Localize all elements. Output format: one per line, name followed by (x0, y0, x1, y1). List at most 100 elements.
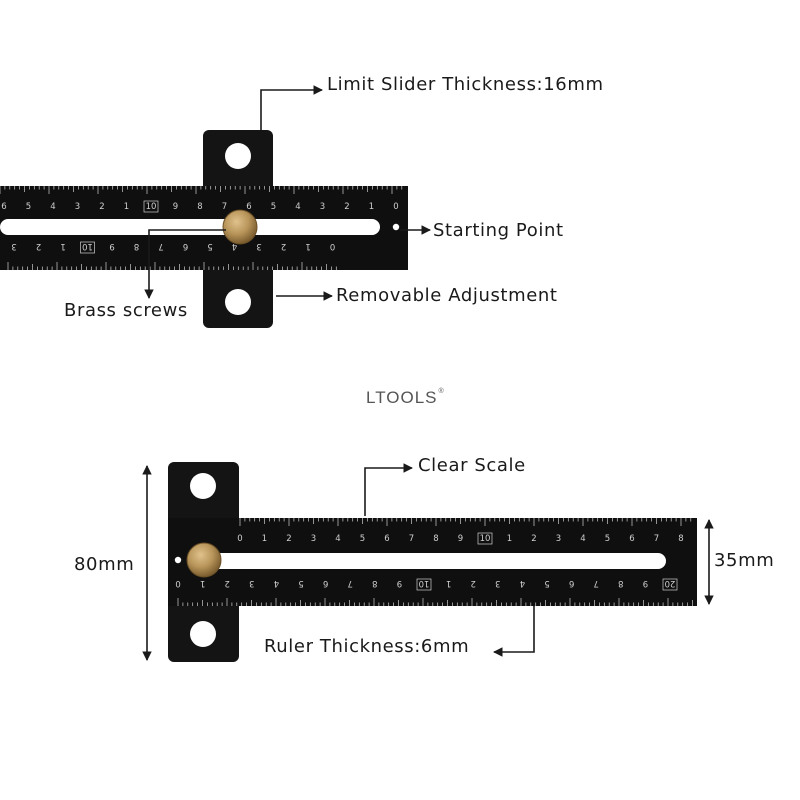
bottom-slider-hole-upper (190, 473, 216, 499)
top-upper-number-box (143, 200, 159, 213)
brand-logo-mark: ® (438, 388, 445, 395)
bottom-lower-number: 9 (397, 578, 402, 588)
bottom-upper-number: 5 (605, 534, 610, 544)
bottom-lower-number: 7 (593, 578, 598, 588)
bottom-lower-number: 5 (298, 578, 303, 588)
top-lower-number: 1 (60, 241, 65, 251)
bottom-lower-number: 1 (200, 578, 205, 588)
bottom-upper-number: 9 (458, 534, 463, 544)
top-upper-number: 0 (393, 202, 398, 212)
top-ruler-ticks (0, 186, 403, 270)
top-lower-number-box (80, 241, 95, 254)
top-upper-number: 5 (26, 202, 31, 212)
bottom-upper-number: 2 (531, 534, 536, 544)
bottom-lower-number: 6 (323, 578, 328, 588)
bottom-upper-number: 1 (262, 534, 267, 544)
starting-point-label: Starting Point (433, 220, 564, 241)
bottom-lower-number: 9 (643, 578, 648, 588)
bottom-upper-number: 7 (654, 534, 659, 544)
top-lower-number: 1 (305, 241, 310, 251)
bottom-lower-number: 7 (347, 578, 352, 588)
top-upper-number: 3 (75, 202, 80, 212)
bottom-ruler-ticks (177, 518, 693, 606)
bottom-upper-number: 6 (629, 534, 634, 544)
top-upper-number: 2 (99, 202, 104, 212)
bottom-upper-number: 4 (580, 534, 585, 544)
top-brass-screw (222, 209, 258, 245)
top-slider-hole-upper (225, 143, 251, 169)
top-upper-number: 8 (197, 202, 202, 212)
top-lower-number: 3 (256, 241, 261, 251)
ruler-thickness-label: Ruler Thickness:6mm (264, 636, 470, 657)
top-lower-number: 2 (281, 241, 286, 251)
bottom-upper-number: 3 (311, 534, 316, 544)
top-lower-number: 2 (36, 241, 41, 251)
width-35mm-label: 35mm (714, 550, 775, 571)
top-ruler-slot (0, 219, 380, 235)
bottom-upper-number-box (477, 532, 493, 545)
top-lower-number: 9 (109, 241, 114, 251)
top-lower-number: 5 (207, 241, 212, 251)
top-upper-number: 6 (246, 202, 251, 212)
bottom-upper-number: 6 (384, 534, 389, 544)
bottom-lower-number: 6 (569, 578, 574, 588)
bottom-upper-number: 5 (360, 534, 365, 544)
height-80mm-label: 80mm (74, 554, 135, 575)
bottom-ruler-slot (190, 553, 666, 569)
bottom-upper-number: 1 (507, 534, 512, 544)
top-lower-number: 0 (330, 241, 335, 251)
top-upper-number: 6 (1, 202, 6, 212)
limit-slider-callout-line (260, 85, 323, 130)
limit-slider-label: Limit Slider Thickness:16mm (327, 74, 604, 95)
top-slider-hole-lower (225, 289, 251, 315)
bottom-lower-number: 8 (618, 578, 623, 588)
bottom-lower-number: 20 (665, 578, 676, 588)
bottom-brass-screw (186, 542, 222, 578)
clear-scale-label: Clear Scale (418, 455, 526, 476)
bottom-lower-number: 2 (470, 578, 475, 588)
top-upper-number: 5 (271, 202, 276, 212)
top-upper-number: 1 (369, 202, 374, 212)
top-lower-number: 4 (232, 241, 237, 251)
bottom-upper-number: 8 (678, 534, 683, 544)
bottom-lower-number-box (416, 578, 432, 591)
top-upper-number: 9 (173, 202, 178, 212)
top-upper-number: 4 (295, 202, 300, 212)
bottom-slider-hole-lower (190, 621, 216, 647)
bottom-upper-number: 0 (237, 534, 242, 544)
top-starting-point-hole (392, 223, 400, 231)
top-upper-number: 4 (50, 202, 55, 212)
brass-screws-label: Brass screws (64, 300, 188, 321)
top-lower-number: 3 (11, 241, 16, 251)
bottom-lower-number: 1 (446, 578, 451, 588)
bottom-lower-number: 4 (520, 578, 525, 588)
brass-screws-callout-line (144, 229, 226, 299)
clear-scale-callout-line (364, 463, 413, 516)
top-upper-number: 1 (124, 202, 129, 212)
bottom-starting-point-hole (174, 556, 182, 564)
bottom-lower-number: 3 (495, 578, 500, 588)
top-lower-number: 6 (183, 241, 188, 251)
bottom-lower-number: 4 (274, 578, 279, 588)
top-upper-number: 10 (146, 202, 157, 212)
bottom-lower-number: 2 (224, 578, 229, 588)
bottom-lower-number-box (662, 578, 678, 591)
bottom-lower-number: 0 (175, 578, 180, 588)
top-upper-number: 2 (344, 202, 349, 212)
bottom-upper-number: 8 (433, 534, 438, 544)
bottom-lower-number: 3 (249, 578, 254, 588)
bottom-upper-number: 10 (480, 534, 491, 544)
top-lower-number: 10 (82, 241, 93, 251)
bottom-upper-number: 2 (286, 534, 291, 544)
top-upper-number: 3 (320, 202, 325, 212)
top-upper-number: 7 (222, 202, 227, 212)
bottom-upper-number: 7 (409, 534, 414, 544)
brand-logo: LTOOLS® (366, 388, 445, 408)
bottom-upper-number: 4 (335, 534, 340, 544)
bottom-lower-number: 8 (372, 578, 377, 588)
